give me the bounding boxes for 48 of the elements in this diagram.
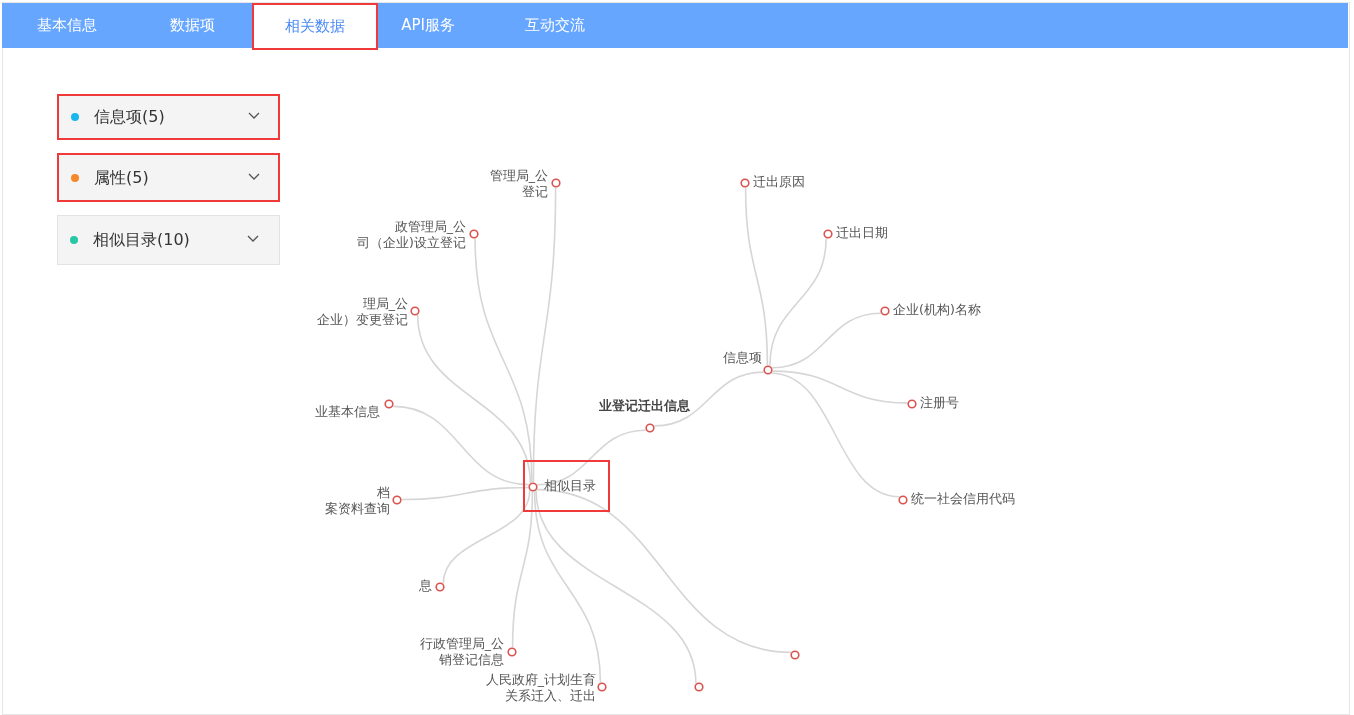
legend-label: 相似目录(10) xyxy=(93,230,190,251)
node-label: 行政管理局_公 xyxy=(418,636,504,652)
node-label: 司（企业)设立登记 xyxy=(356,235,466,251)
connector-line xyxy=(474,237,533,484)
graph-node-circle xyxy=(694,682,704,692)
node-label: 企业(机构)名称 xyxy=(893,302,982,318)
node-label: 登记 xyxy=(521,184,548,200)
connector-line xyxy=(771,370,909,404)
connector-line xyxy=(536,488,792,654)
connector-line xyxy=(401,486,529,501)
connector-line xyxy=(416,314,532,484)
connector-line xyxy=(442,489,531,585)
node-label: 信息项 xyxy=(722,350,762,366)
connector-line xyxy=(770,372,901,498)
active-tab: 相关数据 xyxy=(252,3,378,50)
tab: 基本信息 xyxy=(12,3,122,48)
node-label: 统一社会信用代码 xyxy=(911,491,1016,507)
node-label: 案资料查询 xyxy=(324,501,390,517)
node-label: 业基本信息 xyxy=(314,404,380,420)
node-label: 档 xyxy=(376,485,390,501)
node-label: 企业）变更登记 xyxy=(316,312,408,328)
node-label: 政管理局_公 xyxy=(393,219,466,235)
connector-line xyxy=(653,371,765,427)
connector-line xyxy=(744,187,769,366)
connector-line xyxy=(511,491,534,648)
legend-label: 信息项(5) xyxy=(94,107,165,128)
tab: 数据项 xyxy=(142,3,242,48)
node-label: 管理局_公 xyxy=(488,168,548,184)
connector-line xyxy=(769,237,827,367)
node-label: 迁出原因 xyxy=(753,174,806,190)
connector-line xyxy=(533,490,602,684)
node-label: 相似目录 xyxy=(544,478,597,494)
tab: 互动交流 xyxy=(500,3,610,48)
connector-line xyxy=(532,187,557,483)
node-label: 理局_公 xyxy=(361,296,408,312)
legend-label: 属性(5) xyxy=(94,167,149,189)
connector-line xyxy=(771,312,882,369)
graph-node-circle xyxy=(790,650,800,660)
node-label: 销登记信息 xyxy=(438,652,504,668)
node-label: 迁出日期 xyxy=(836,225,889,241)
connector-line xyxy=(392,405,530,486)
node-label: 业登记迁出信息 xyxy=(598,398,690,414)
node-label: 息 xyxy=(418,578,432,594)
node-label: 人民政府_计划生育关系迁入、迁出 xyxy=(484,672,596,704)
connector-line xyxy=(536,429,647,486)
node-label: 注册号 xyxy=(920,395,960,411)
tab: API服务 xyxy=(378,3,478,48)
connector-line xyxy=(535,489,697,685)
